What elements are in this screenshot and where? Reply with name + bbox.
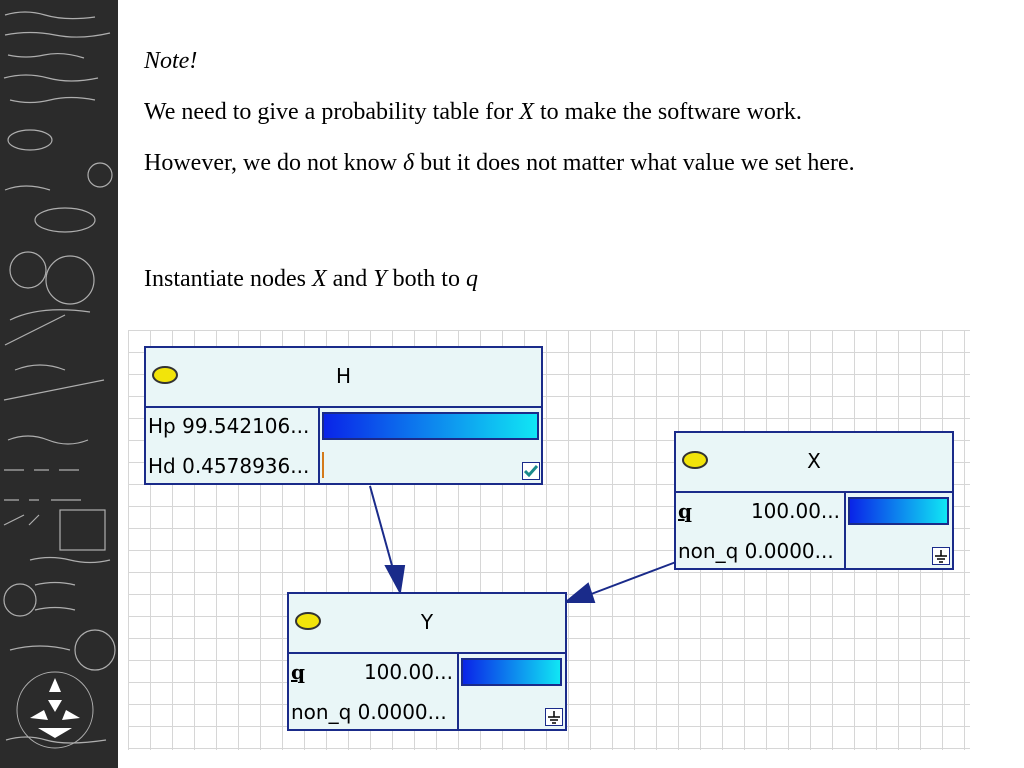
state-value: 0.4578936... — [182, 454, 310, 478]
sentence-part: and — [326, 266, 374, 292]
sentence-part: Instantiate nodes — [144, 266, 312, 292]
state-value: 100.00... — [363, 660, 453, 684]
state-row-non-q: non_q 0.0000... — [291, 700, 447, 724]
node-state-icon — [152, 366, 178, 384]
node-header[interactable]: H — [146, 348, 541, 408]
chalk-doodles — [3, 11, 116, 749]
checkmark-icon[interactable] — [522, 462, 540, 480]
state-row-q: q 100.00... — [291, 660, 457, 684]
state-row-q: q 100.00... — [678, 499, 844, 523]
belief-bar-hd — [322, 452, 324, 478]
node-title: H — [335, 364, 352, 388]
state-row-non-q: non_q 0.0000... — [678, 539, 834, 563]
node-x[interactable]: X q 100.00... non_q 0.0000... — [674, 431, 954, 570]
state-label: q — [291, 660, 305, 684]
variable-q: q — [465, 266, 478, 292]
variable-x: X — [519, 99, 534, 125]
node-state-icon — [295, 612, 321, 630]
state-value: 0.0000... — [744, 539, 834, 563]
state-label: q — [678, 499, 692, 523]
node-title: Y — [420, 610, 434, 634]
state-label: Hd — [148, 454, 176, 478]
instantiated-icon[interactable] — [545, 708, 563, 726]
state-row-hd: Hd 0.4578936... — [148, 454, 309, 478]
state-value: 0.0000... — [357, 700, 447, 724]
state-value: 100.00... — [750, 499, 840, 523]
node-state-icon — [682, 451, 708, 469]
chalkboard-decoration — [0, 0, 118, 768]
node-h[interactable]: H Hp 99.542106... Hd 0.4578936... — [144, 346, 543, 485]
node-header[interactable]: Y — [289, 594, 565, 654]
belief-bar-hp — [322, 412, 539, 440]
sentence-part: both to — [386, 266, 466, 292]
variable-y: Y — [373, 266, 387, 292]
instantiated-icon[interactable] — [932, 547, 950, 565]
university-logo — [30, 678, 80, 738]
variable-x: X — [311, 266, 327, 292]
instantiate-sentence: Instantiate nodes X and Y both to q — [144, 262, 478, 296]
probability-table-sentence: We need to give a probability table for … — [144, 95, 802, 129]
state-label: non_q — [678, 539, 739, 563]
state-label: Hp — [148, 414, 176, 438]
state-label: non_q — [291, 700, 352, 724]
belief-bar-q — [848, 497, 949, 525]
sentence-part: We need to give a probability table for — [144, 99, 520, 125]
note-heading: Note! — [144, 48, 198, 74]
node-title: X — [807, 449, 821, 473]
state-value: 99.542106... — [182, 414, 310, 438]
delta-sentence: However, we do not know δ but it does no… — [144, 146, 954, 180]
sentence-part: However, we do not know — [144, 150, 403, 176]
node-header[interactable]: X — [676, 433, 952, 493]
state-row-hp: Hp 99.542106... — [148, 414, 309, 438]
variable-delta: δ — [402, 150, 415, 176]
sentence-part: to make the software work. — [533, 99, 802, 125]
node-y[interactable]: Y q 100.00... non_q 0.0000... — [287, 592, 567, 731]
sentence-part: but it does not matter what value we set… — [414, 150, 855, 176]
belief-bar-q — [461, 658, 562, 686]
